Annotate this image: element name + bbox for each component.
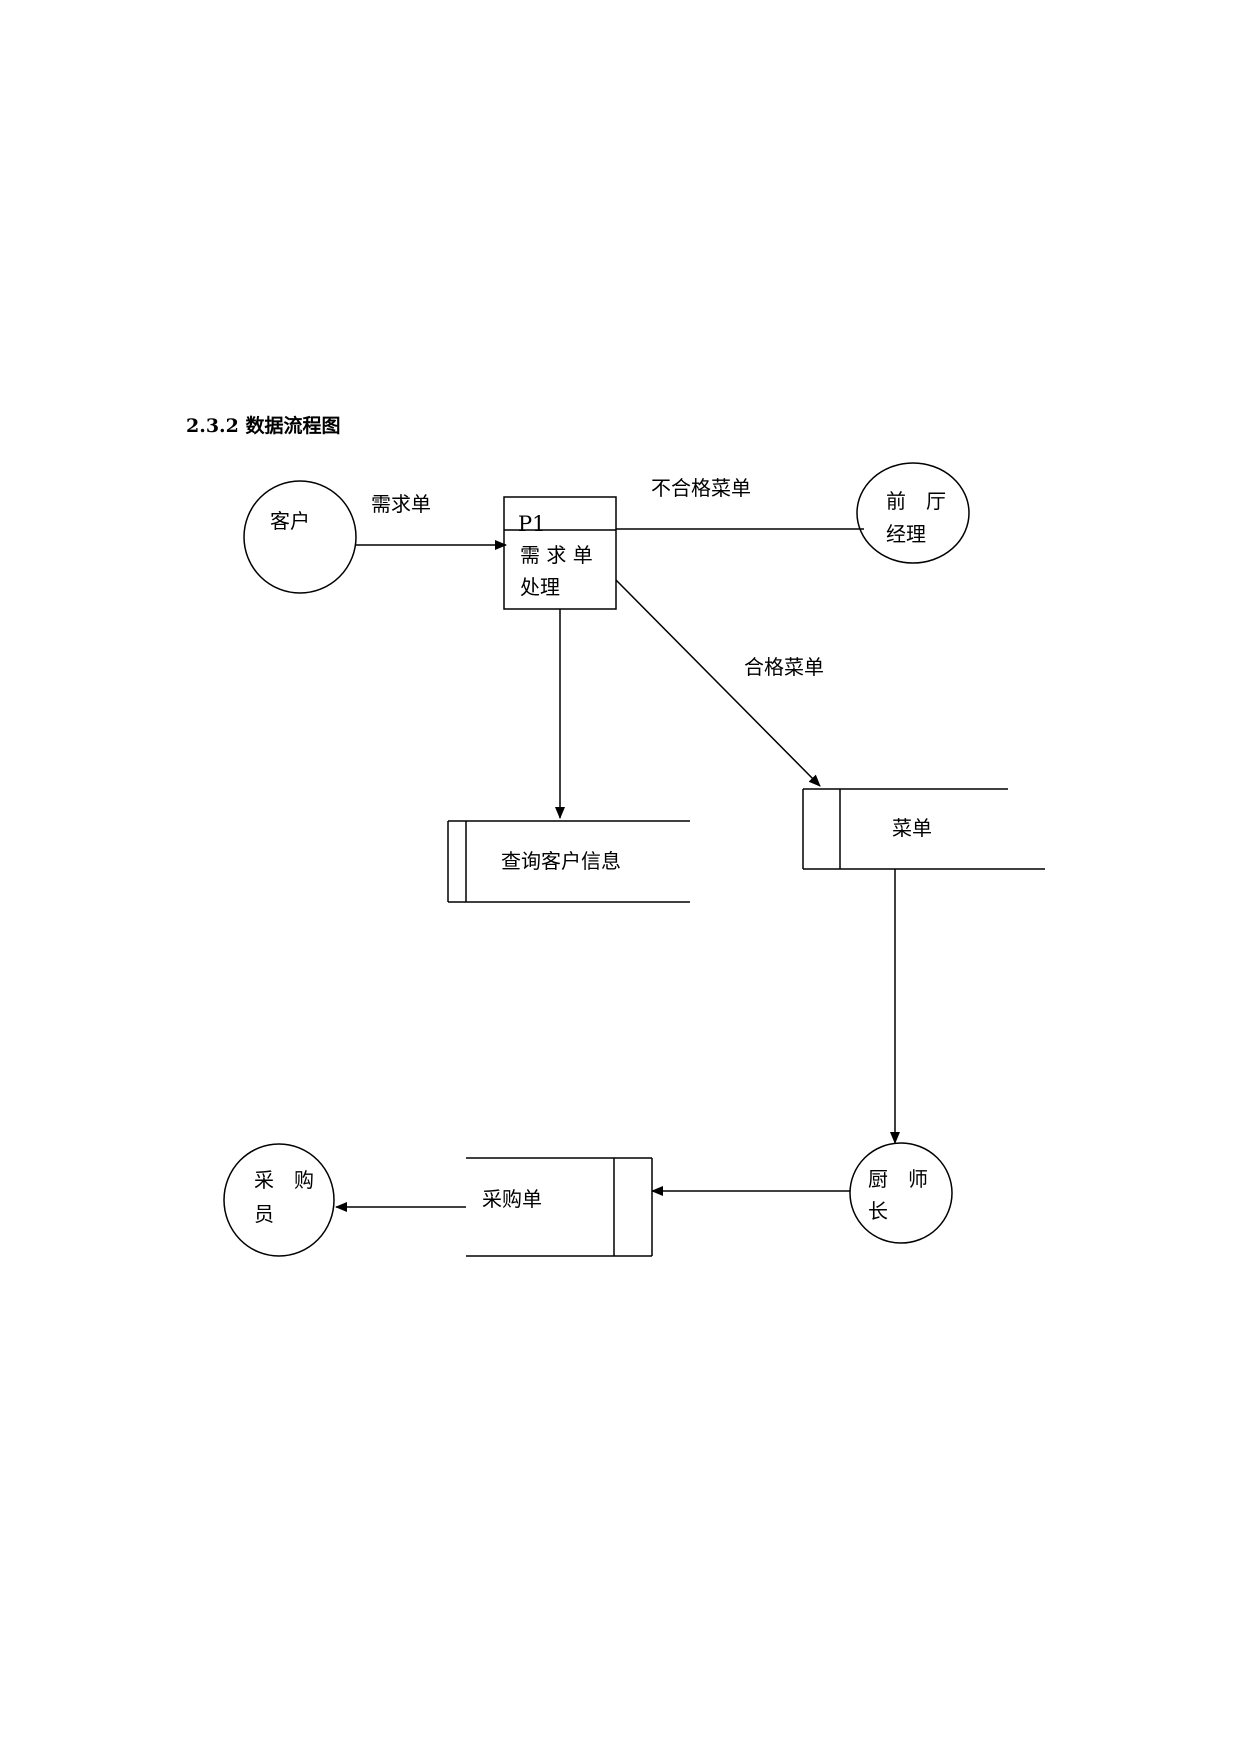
flow-qualified-menu: 合格菜单 <box>615 579 824 787</box>
front-manager-label-line2: 经理 <box>886 522 926 546</box>
entity-front-manager: 前 厅 经理 <box>856 462 970 564</box>
request-flow-label: 需求单 <box>371 492 431 516</box>
front-manager-circle <box>856 462 970 564</box>
section-heading: 2.3.2 数据流程图 <box>186 415 341 437</box>
process-p1: P1 需 求 单 处理 <box>503 496 617 610</box>
menu-store-label: 菜单 <box>892 816 932 840</box>
entity-customer: 客户 <box>243 480 357 594</box>
buyer-circle <box>223 1143 335 1257</box>
customer-circle <box>243 480 357 594</box>
buyer-label-line2: 员 <box>254 1202 274 1226</box>
flow-request: 需求单 <box>356 492 507 550</box>
entity-buyer: 采 购 员 <box>223 1143 335 1257</box>
chef-circle <box>849 1142 953 1244</box>
chef-label-line2: 长 <box>868 1199 888 1223</box>
buyer-label-line1: 采 购 <box>254 1168 314 1192</box>
flow-unqualified-menu: 不合格菜单 <box>616 476 864 530</box>
purchase-order-label: 采购单 <box>482 1187 542 1211</box>
process-name-line2: 处理 <box>520 575 560 599</box>
store-customer-info: 查询客户信息 <box>447 820 690 903</box>
qualified-menu-arrow <box>615 579 821 787</box>
qualified-menu-label: 合格菜单 <box>744 655 824 679</box>
unqualified-menu-label: 不合格菜单 <box>651 476 751 500</box>
front-manager-label-line1: 前 厅 <box>886 489 946 513</box>
store-purchase-order: 采购单 <box>466 1157 653 1257</box>
store-menu: 菜单 <box>802 788 1045 870</box>
customer-label: 客户 <box>270 509 310 533</box>
entity-chef: 厨 师 长 <box>849 1142 953 1244</box>
customer-info-label: 查询客户信息 <box>501 849 621 873</box>
process-id: P1 <box>518 512 546 536</box>
process-name-line1: 需 求 单 <box>520 543 593 567</box>
chef-label-line1: 厨 师 <box>868 1167 928 1191</box>
